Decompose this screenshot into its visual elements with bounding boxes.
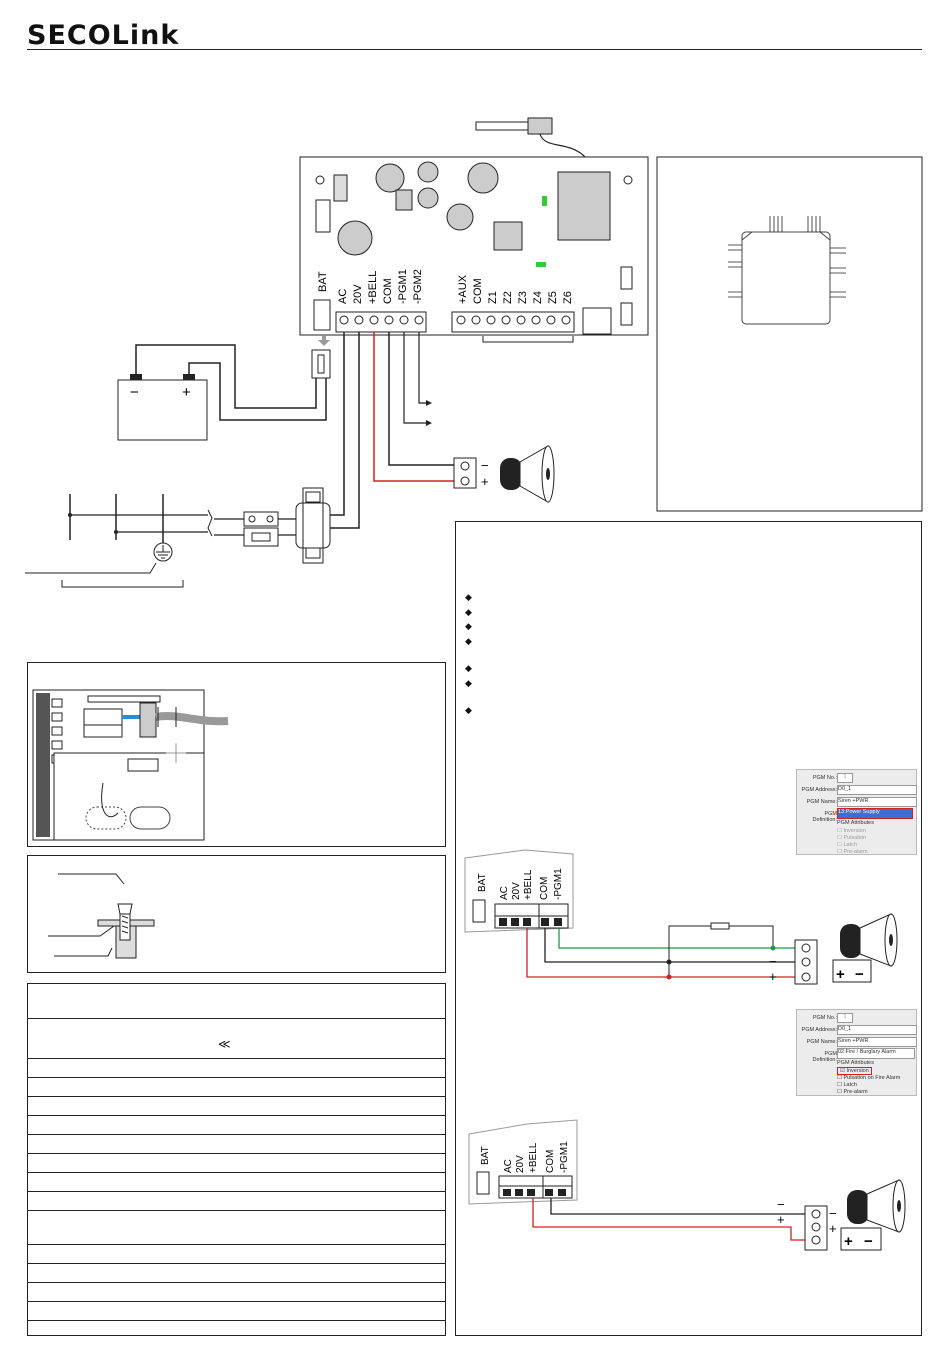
siren-icon	[847, 1179, 906, 1233]
svg-text:−: −	[769, 954, 777, 969]
svg-text:-PGM1: -PGM1	[553, 868, 564, 900]
svg-text:AC: AC	[337, 289, 349, 304]
svg-text:+: +	[836, 966, 845, 983]
bullet-item: ◆	[465, 705, 472, 715]
table-row	[28, 1059, 445, 1078]
svg-text:Z2: Z2	[502, 291, 514, 304]
svg-text:20V: 20V	[511, 882, 522, 900]
svg-text:20V: 20V	[352, 284, 364, 304]
table-row	[28, 1211, 445, 1245]
svg-text:+BELL: +BELL	[367, 271, 379, 304]
svg-text:+BELL: +BELL	[528, 1142, 539, 1173]
svg-text:+: +	[829, 1221, 837, 1236]
bullet-item: ◆	[465, 663, 472, 673]
svg-text:−: −	[829, 1206, 837, 1221]
screw-drawing	[48, 873, 155, 959]
svg-text:+BELL: +BELL	[523, 869, 534, 900]
svg-text:-PGM1: -PGM1	[559, 1141, 570, 1173]
battery-plus: +	[182, 384, 191, 401]
svg-text:BAT: BAT	[477, 873, 488, 892]
table-row	[28, 1264, 445, 1283]
terminal-blocks	[313, 299, 612, 335]
table-row	[28, 1135, 445, 1154]
svg-text:+: +	[844, 1233, 853, 1250]
bullet-item: ◆	[465, 621, 472, 631]
svg-text:COM: COM	[472, 278, 484, 304]
cabinet-drawing	[32, 689, 229, 841]
header-divider	[27, 49, 922, 50]
table-row: ≪	[28, 1019, 445, 1059]
table-row	[28, 1321, 445, 1337]
svg-text:-PGM2: -PGM2	[412, 269, 424, 304]
svg-text:-PGM1: -PGM1	[397, 269, 409, 304]
battery-minus: −	[130, 384, 139, 401]
bullet-item: ◆	[465, 606, 472, 617]
svg-text:+AUX: +AUX	[457, 274, 469, 304]
pgm-definition-select[interactable]: 02:Fire / Burglary Alarm	[837, 1048, 915, 1059]
svg-text:Z5: Z5	[547, 291, 559, 304]
secolink-logo: SECOLink	[27, 20, 180, 51]
svg-text:AC: AC	[499, 886, 510, 900]
siren-connection-diagrams: BAT AC 20V +BELL COM -PGM1 − + + − BAT A…	[464, 849, 906, 1251]
svg-text:BAT: BAT	[480, 1146, 491, 1165]
svg-text:−: −	[864, 1233, 873, 1250]
specification-table: ≪	[27, 983, 446, 1336]
svg-text:−: −	[481, 458, 489, 473]
svg-text:20V: 20V	[515, 1155, 526, 1173]
table-row	[28, 1154, 445, 1173]
table-row	[28, 1245, 445, 1264]
table-row	[28, 1302, 445, 1321]
table-row	[28, 1283, 445, 1302]
feature-bullet-list: ◆ ◆ ◆ ◆ ◆ ◆ ◆	[465, 590, 472, 718]
siren-icon	[500, 445, 555, 503]
svg-text:+: +	[777, 1212, 785, 1227]
svg-text:Z6: Z6	[562, 291, 574, 304]
table-row	[28, 984, 445, 1019]
siren-icon	[840, 913, 898, 967]
bullet-item: ◆	[465, 635, 472, 646]
svg-text:COM: COM	[539, 877, 550, 900]
svg-text:+: +	[769, 969, 777, 984]
svg-text:AC: AC	[503, 1159, 514, 1173]
table-row	[28, 1078, 445, 1097]
table-row	[28, 1097, 445, 1116]
pgm-wiring-panel	[455, 521, 922, 1336]
pgm-settings-screenshot-1: PGM No.: PGM Address: PGM Name: PGM Defi…	[796, 769, 917, 855]
svg-text:Z4: Z4	[532, 291, 544, 304]
table-row	[28, 1173, 445, 1192]
terminal-label-bat: BAT	[317, 271, 329, 292]
screw-detail-panel	[27, 855, 446, 973]
svg-text:−: −	[777, 1197, 785, 1212]
svg-text:COM: COM	[382, 278, 394, 304]
main-wiring-diagram: BAT AC 20V +BELL COM -PGM1 -PGM2 +AUX CO…	[25, 117, 923, 588]
svg-text:Z3: Z3	[517, 291, 529, 304]
pgm-settings-screenshot-2: PGM No.: PGM Address: PGM Name: PGM Defi…	[796, 1009, 917, 1096]
svg-text:−: −	[855, 966, 864, 983]
svg-text:COM: COM	[545, 1150, 556, 1173]
bullet-item: ◆	[465, 677, 472, 688]
svg-text:+: +	[481, 474, 489, 489]
svg-text:Z1: Z1	[487, 291, 499, 304]
pgm-definition-select[interactable]: 13:Power Supply	[837, 808, 913, 819]
table-row	[28, 1192, 445, 1211]
table-row	[28, 1116, 445, 1135]
cabinet-install-panel	[27, 662, 446, 847]
bullet-item: ◆	[465, 592, 472, 602]
